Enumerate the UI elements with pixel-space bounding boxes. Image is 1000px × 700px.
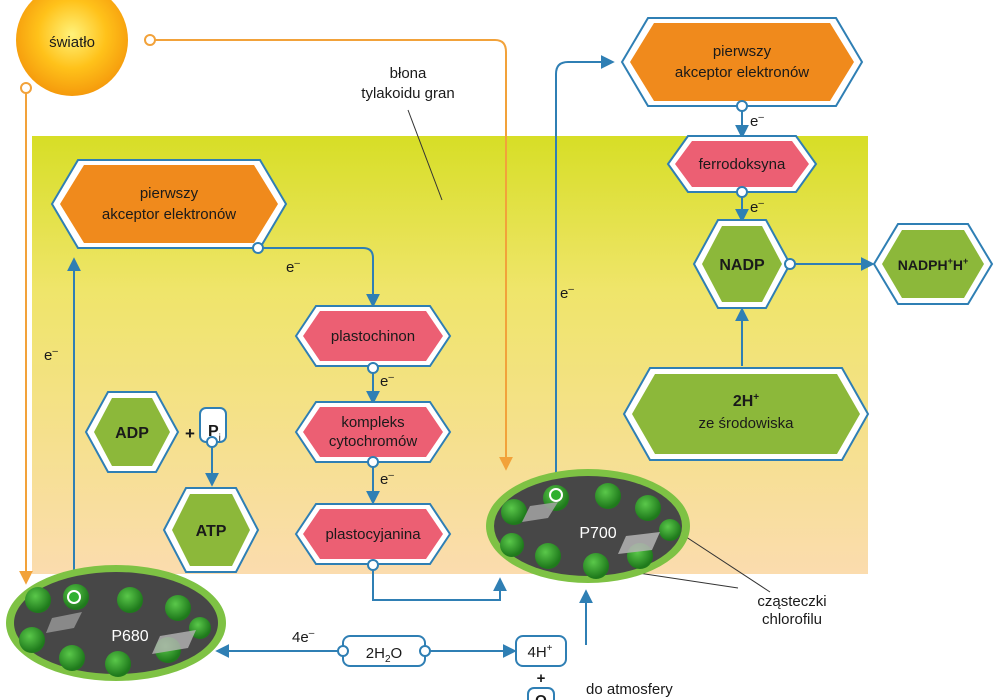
oxygen-label: O [535, 692, 547, 700]
electron-label: e– [380, 470, 394, 488]
acceptor-right-line2: akceptor elektronów [675, 64, 809, 81]
nadph-label: NADPH+H+ [898, 256, 968, 273]
electron-label: e– [44, 346, 58, 364]
four-electrons-label: 4e– [292, 628, 315, 646]
oxygen-box [527, 687, 555, 700]
protons-env-line2: ze środowiska [698, 415, 794, 432]
acceptor-left-line2: akceptor elektronów [102, 206, 236, 223]
electron-label: e– [750, 112, 764, 130]
plastochinon-label: plastochinon [331, 328, 415, 345]
connector-nodes [206, 100, 796, 657]
water-label: 2H2O [366, 645, 402, 665]
p680-label: P680 [111, 628, 148, 645]
light-start-node [144, 34, 156, 46]
nadp-label: NADP [719, 257, 765, 274]
electron-label: e– [560, 284, 574, 302]
plus-sign-bottom: + [537, 670, 546, 687]
electron-labels: e– e– e– e– e– e– e– [44, 112, 764, 488]
four-protons-label: 4H+ [527, 643, 552, 661]
sun-icon [16, 0, 128, 96]
atp-label: ATP [196, 523, 227, 540]
acceptor-right-line1: pierwszy [713, 43, 772, 60]
cytochrome-line2: cytochromów [329, 433, 418, 450]
protons-box [515, 635, 567, 667]
electron-label: e– [750, 198, 764, 216]
protons-env-label: 2H+ [733, 392, 759, 410]
chlorophyll-label-line1: cząsteczki [757, 593, 826, 610]
light-start-node [20, 82, 32, 94]
plus-sign: + [185, 424, 195, 443]
electron-label: e– [286, 258, 300, 276]
membrane-label-line2: tylakoidu gran [361, 85, 454, 102]
electron-flow-arrows [67, 55, 875, 658]
p700-label: P700 [579, 525, 616, 542]
cytochrome-line1: kompleks [341, 414, 404, 431]
p700-photosystem [486, 469, 690, 583]
pi-label: Pi [208, 423, 221, 444]
membrane-pointer-line [407, 109, 443, 201]
chlorophyll-label-line2: chlorofilu [762, 611, 822, 628]
atmosphere-label: do atmosfery [586, 681, 673, 698]
electron-label: e– [380, 372, 394, 390]
hexagon-shapes [50, 17, 994, 573]
p680-photosystem [6, 565, 226, 681]
membrane-label-line1: błona [390, 65, 427, 82]
adp-label: ADP [115, 425, 149, 442]
plastocyanin-label: plastocyjanina [325, 526, 421, 543]
ferredoxin-label: ferrodoksyna [699, 156, 786, 173]
acceptor-left-line1: pierwszy [140, 185, 199, 202]
light-label: światło [49, 34, 95, 51]
light-paths [19, 39, 513, 585]
